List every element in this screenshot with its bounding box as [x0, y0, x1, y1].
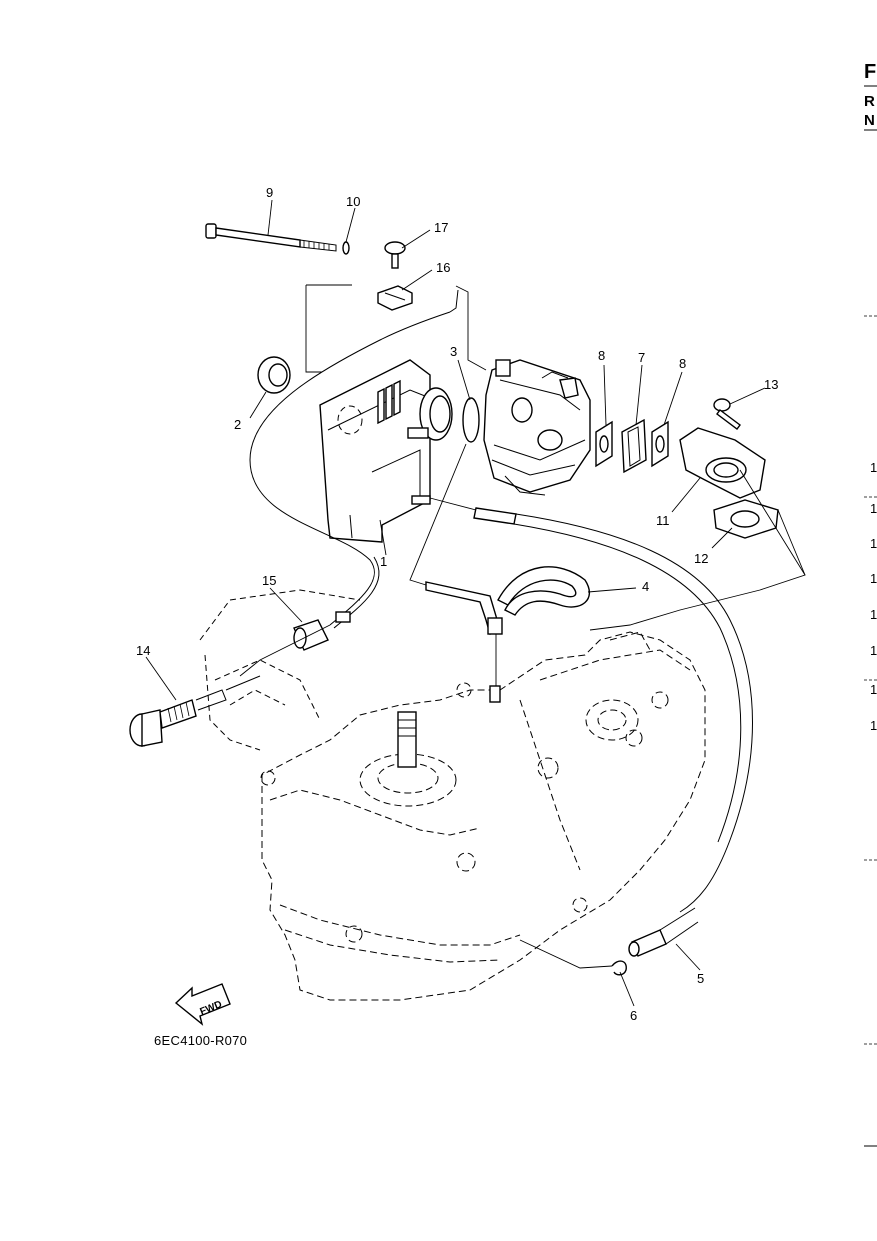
callout-13: 13: [764, 377, 778, 392]
figure-code: 6EC4100-R070: [154, 1033, 247, 1048]
callout-8b: 8: [679, 356, 686, 371]
part-14-choke-knob: [129, 675, 261, 747]
edge-number-5: 1: [870, 607, 877, 622]
part-17-screw: [384, 241, 406, 269]
part-12-gasket: [713, 499, 779, 539]
callout-4: 4: [642, 579, 649, 594]
fwd-arrow: FWD: [174, 983, 231, 1026]
edge-letter-n: N: [864, 112, 875, 129]
part-10-washer: [342, 241, 350, 255]
callout-6: 6: [630, 1008, 637, 1023]
callout-5: 5: [697, 971, 704, 986]
callout-10: 10: [346, 194, 360, 209]
callout-1: 1: [380, 554, 387, 569]
part-8-gasket-left: [595, 420, 613, 468]
callout-2: 2: [234, 417, 241, 432]
part-3-o-ring: [462, 397, 480, 443]
part-8-gasket-right: [651, 420, 669, 468]
callout-14: 14: [136, 643, 150, 658]
edge-number-4: 1: [870, 571, 877, 586]
callout-11: 11: [656, 513, 670, 528]
cowling-fragment: [199, 589, 361, 751]
callout-7: 7: [638, 350, 645, 365]
part-9-bolt: [205, 223, 337, 252]
edge-number-8: 1: [870, 718, 877, 733]
choke-cable: [249, 289, 459, 629]
part-6-clip: [611, 960, 627, 976]
edge-letter-r: R: [864, 93, 875, 110]
callout-numbers: 9 10 17 16 3 8 7 8 13 2 1 11 12 4 15 14 …: [136, 185, 778, 1023]
part-16-clamp: [377, 285, 413, 311]
edge-letter-f: F: [864, 61, 876, 83]
part-13-bolt: [713, 398, 741, 430]
callout-15: 15: [262, 573, 276, 588]
reference-lines: [239, 284, 806, 969]
carburetor: [483, 359, 591, 496]
fuel-line: [473, 507, 753, 913]
part-11-manifold: [679, 427, 766, 499]
callout-12: 12: [694, 551, 708, 566]
edge-number-1: 1: [870, 460, 877, 475]
part-5-pipe: [628, 907, 699, 957]
part-7-spacer: [621, 418, 647, 474]
edge-number-6: 1: [870, 643, 877, 658]
engine-block: [260, 631, 706, 1001]
callout-leaders: [145, 199, 766, 1007]
part-2-grommet: [257, 356, 291, 394]
callout-9: 9: [266, 185, 273, 200]
edge-number-7: 1: [870, 682, 877, 697]
callout-3: 3: [450, 344, 457, 359]
callout-16: 16: [436, 260, 450, 275]
callout-8a: 8: [598, 348, 605, 363]
part-1-silencer: [319, 359, 453, 543]
callout-17: 17: [434, 220, 448, 235]
edge-number-3: 1: [870, 536, 877, 551]
page-edge-right: F R N 1 1 1 1 1 1 1 1: [864, 61, 877, 1147]
edge-number-2: 1: [870, 501, 877, 516]
part-4-hose: [425, 566, 591, 635]
